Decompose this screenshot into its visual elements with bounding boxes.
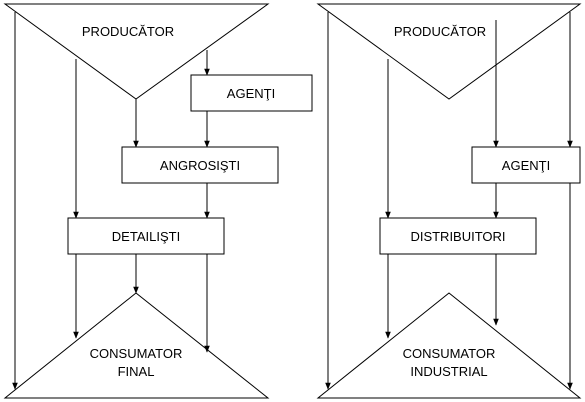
right-agents-box: [471, 146, 581, 184]
right-producer-triangle: [316, 3, 582, 100]
consumer-goods-channel: PRODUCĂTOR AGENŢI ANGROSIŞTI DETAILIŞTI …: [3, 3, 313, 399]
left-agents-box: [190, 74, 313, 112]
left-retailers-label: DETAILIŞTI: [112, 229, 180, 244]
left-producer-triangle: [3, 3, 270, 100]
left-wholesalers-label: ANGROSIŞTI: [160, 158, 240, 173]
left-consumer-label-line2: FINAL: [118, 364, 155, 379]
right-consumer-label-line1: CONSUMATOR: [403, 346, 496, 361]
left-agents-label: AGENŢI: [227, 86, 275, 101]
left-wholesalers-box: [121, 146, 279, 184]
right-producer-label: PRODUCĂTOR: [394, 24, 486, 39]
left-consumer-triangle: [3, 292, 270, 399]
left-retailers-box: [67, 217, 225, 255]
industrial-goods-channel: PRODUCĂTOR AGENŢI DISTRIBUITORI CONSUMAT…: [316, 3, 582, 399]
left-producer-label: PRODUCĂTOR: [82, 24, 174, 39]
left-consumer-label-line1: CONSUMATOR: [90, 346, 183, 361]
right-distributors-box: [379, 217, 537, 255]
right-consumer-triangle: [316, 292, 582, 399]
right-agents-label: AGENŢI: [502, 158, 550, 173]
right-consumer-label-line2: INDUSTRIAL: [410, 364, 487, 379]
right-distributors-label: DISTRIBUITORI: [410, 229, 505, 244]
